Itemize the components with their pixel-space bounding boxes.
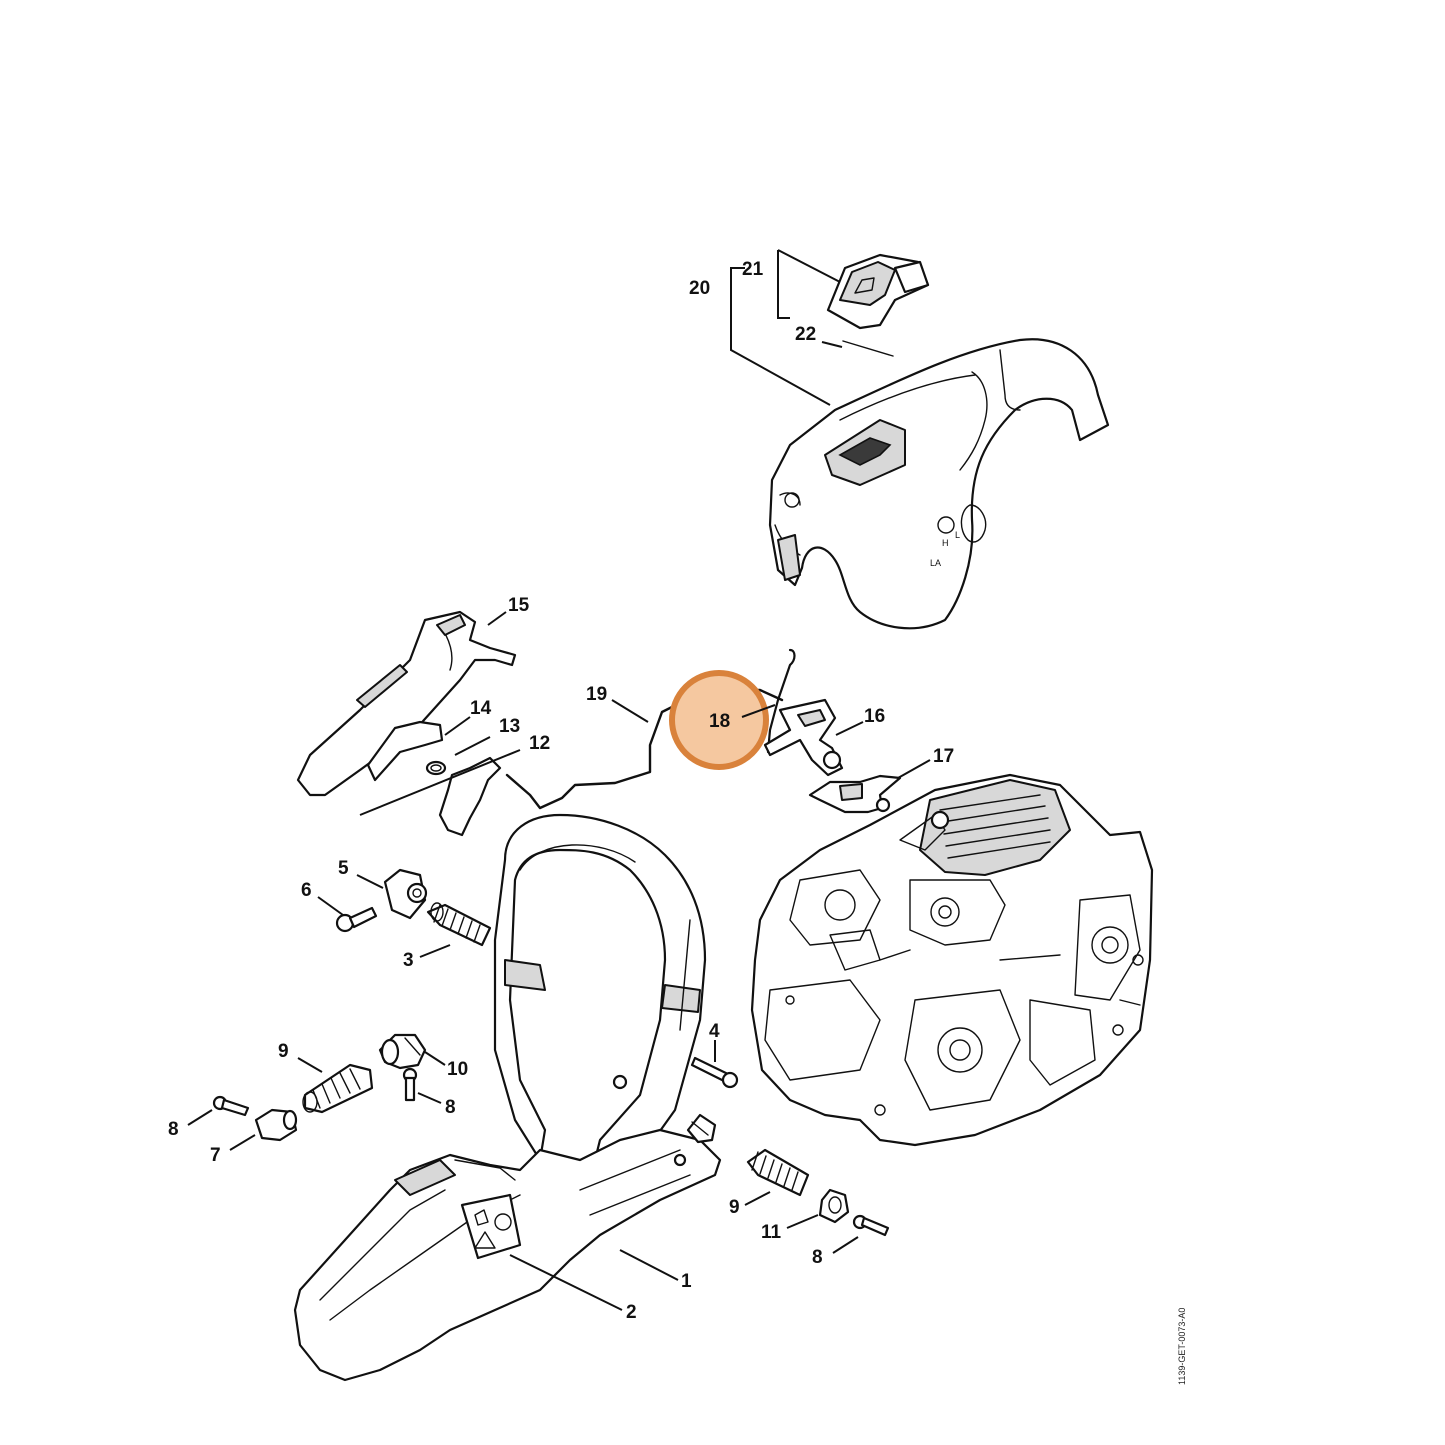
label-7: 7: [210, 1145, 221, 1166]
screw-part-8-right: [852, 1214, 890, 1237]
buffer-mount: [612, 1074, 717, 1144]
label-9-right: 9: [729, 1197, 740, 1218]
switch-shaft-part: [763, 698, 844, 777]
highlight-marker-part-18: [669, 670, 769, 770]
label-8-center: 8: [445, 1097, 456, 1118]
label-8-left: 8: [168, 1119, 179, 1140]
cylinder-fins: [939, 794, 1051, 859]
screw-part-6: [335, 906, 378, 933]
shroud-cover: H L LA: [768, 338, 1110, 630]
throttle-lock-part: [366, 720, 444, 782]
leader-lines: [187, 611, 931, 1311]
label-13: 13: [499, 716, 520, 737]
screw-part-4: [690, 1056, 739, 1089]
buffer-holder-part-7: [254, 1108, 298, 1142]
torsion-spring-part: [425, 760, 447, 776]
label-15: 15: [508, 595, 530, 616]
engine-assembly: [750, 773, 1154, 1147]
label-16: 16: [864, 706, 885, 727]
rear-handle-base-part: [293, 1128, 722, 1382]
pin-part: [842, 340, 894, 357]
label-4: 4: [709, 1021, 720, 1042]
label-6: 6: [301, 880, 312, 901]
connecting-wire-part: [766, 648, 796, 754]
bracket-leaders: [730, 249, 843, 406]
drawing-code: 1139-GET-0073-A0: [1177, 1308, 1187, 1385]
buffer-holder-part: [383, 868, 428, 920]
label-22: 22: [795, 324, 816, 345]
annular-buffer-spring-9-right: [746, 1148, 810, 1197]
label-12: 12: [529, 733, 550, 754]
label-20: 20: [689, 278, 710, 299]
cover-mark-h: H: [942, 538, 949, 548]
part-labels: 20 21 22 15 14 13 12 19 18 16 17 5 6 3 4…: [168, 259, 954, 1323]
label-21: 21: [742, 259, 764, 280]
cover-mark-l: L: [955, 530, 960, 540]
contact-spring-part: [808, 774, 902, 814]
label-18: 18: [709, 711, 730, 732]
screw-part-8-left: [212, 1095, 250, 1117]
label-11: 11: [761, 1222, 782, 1243]
handlebar-tube: [493, 813, 707, 1182]
buffer-holder-part-11: [818, 1188, 850, 1224]
label-10: 10: [447, 1059, 468, 1080]
screw-part-8-center: [402, 1067, 418, 1102]
label-2: 2: [626, 1302, 637, 1323]
label-19: 19: [586, 684, 607, 705]
label-14: 14: [470, 698, 492, 719]
handle-housing-part: [296, 610, 517, 797]
label-17: 17: [933, 746, 954, 767]
label-9-left: 9: [278, 1041, 289, 1062]
label-8-right: 8: [812, 1247, 823, 1268]
annular-buffer-spring-9-left: [302, 1063, 374, 1114]
annular-buffer-spring-3: [426, 902, 492, 947]
buffer-holder-part-10: [378, 1033, 427, 1070]
knob-part: [826, 253, 930, 330]
cover-mark-la: LA: [930, 558, 941, 568]
label-1: 1: [681, 1271, 692, 1292]
label-5: 5: [338, 858, 349, 879]
label-3: 3: [403, 950, 414, 971]
